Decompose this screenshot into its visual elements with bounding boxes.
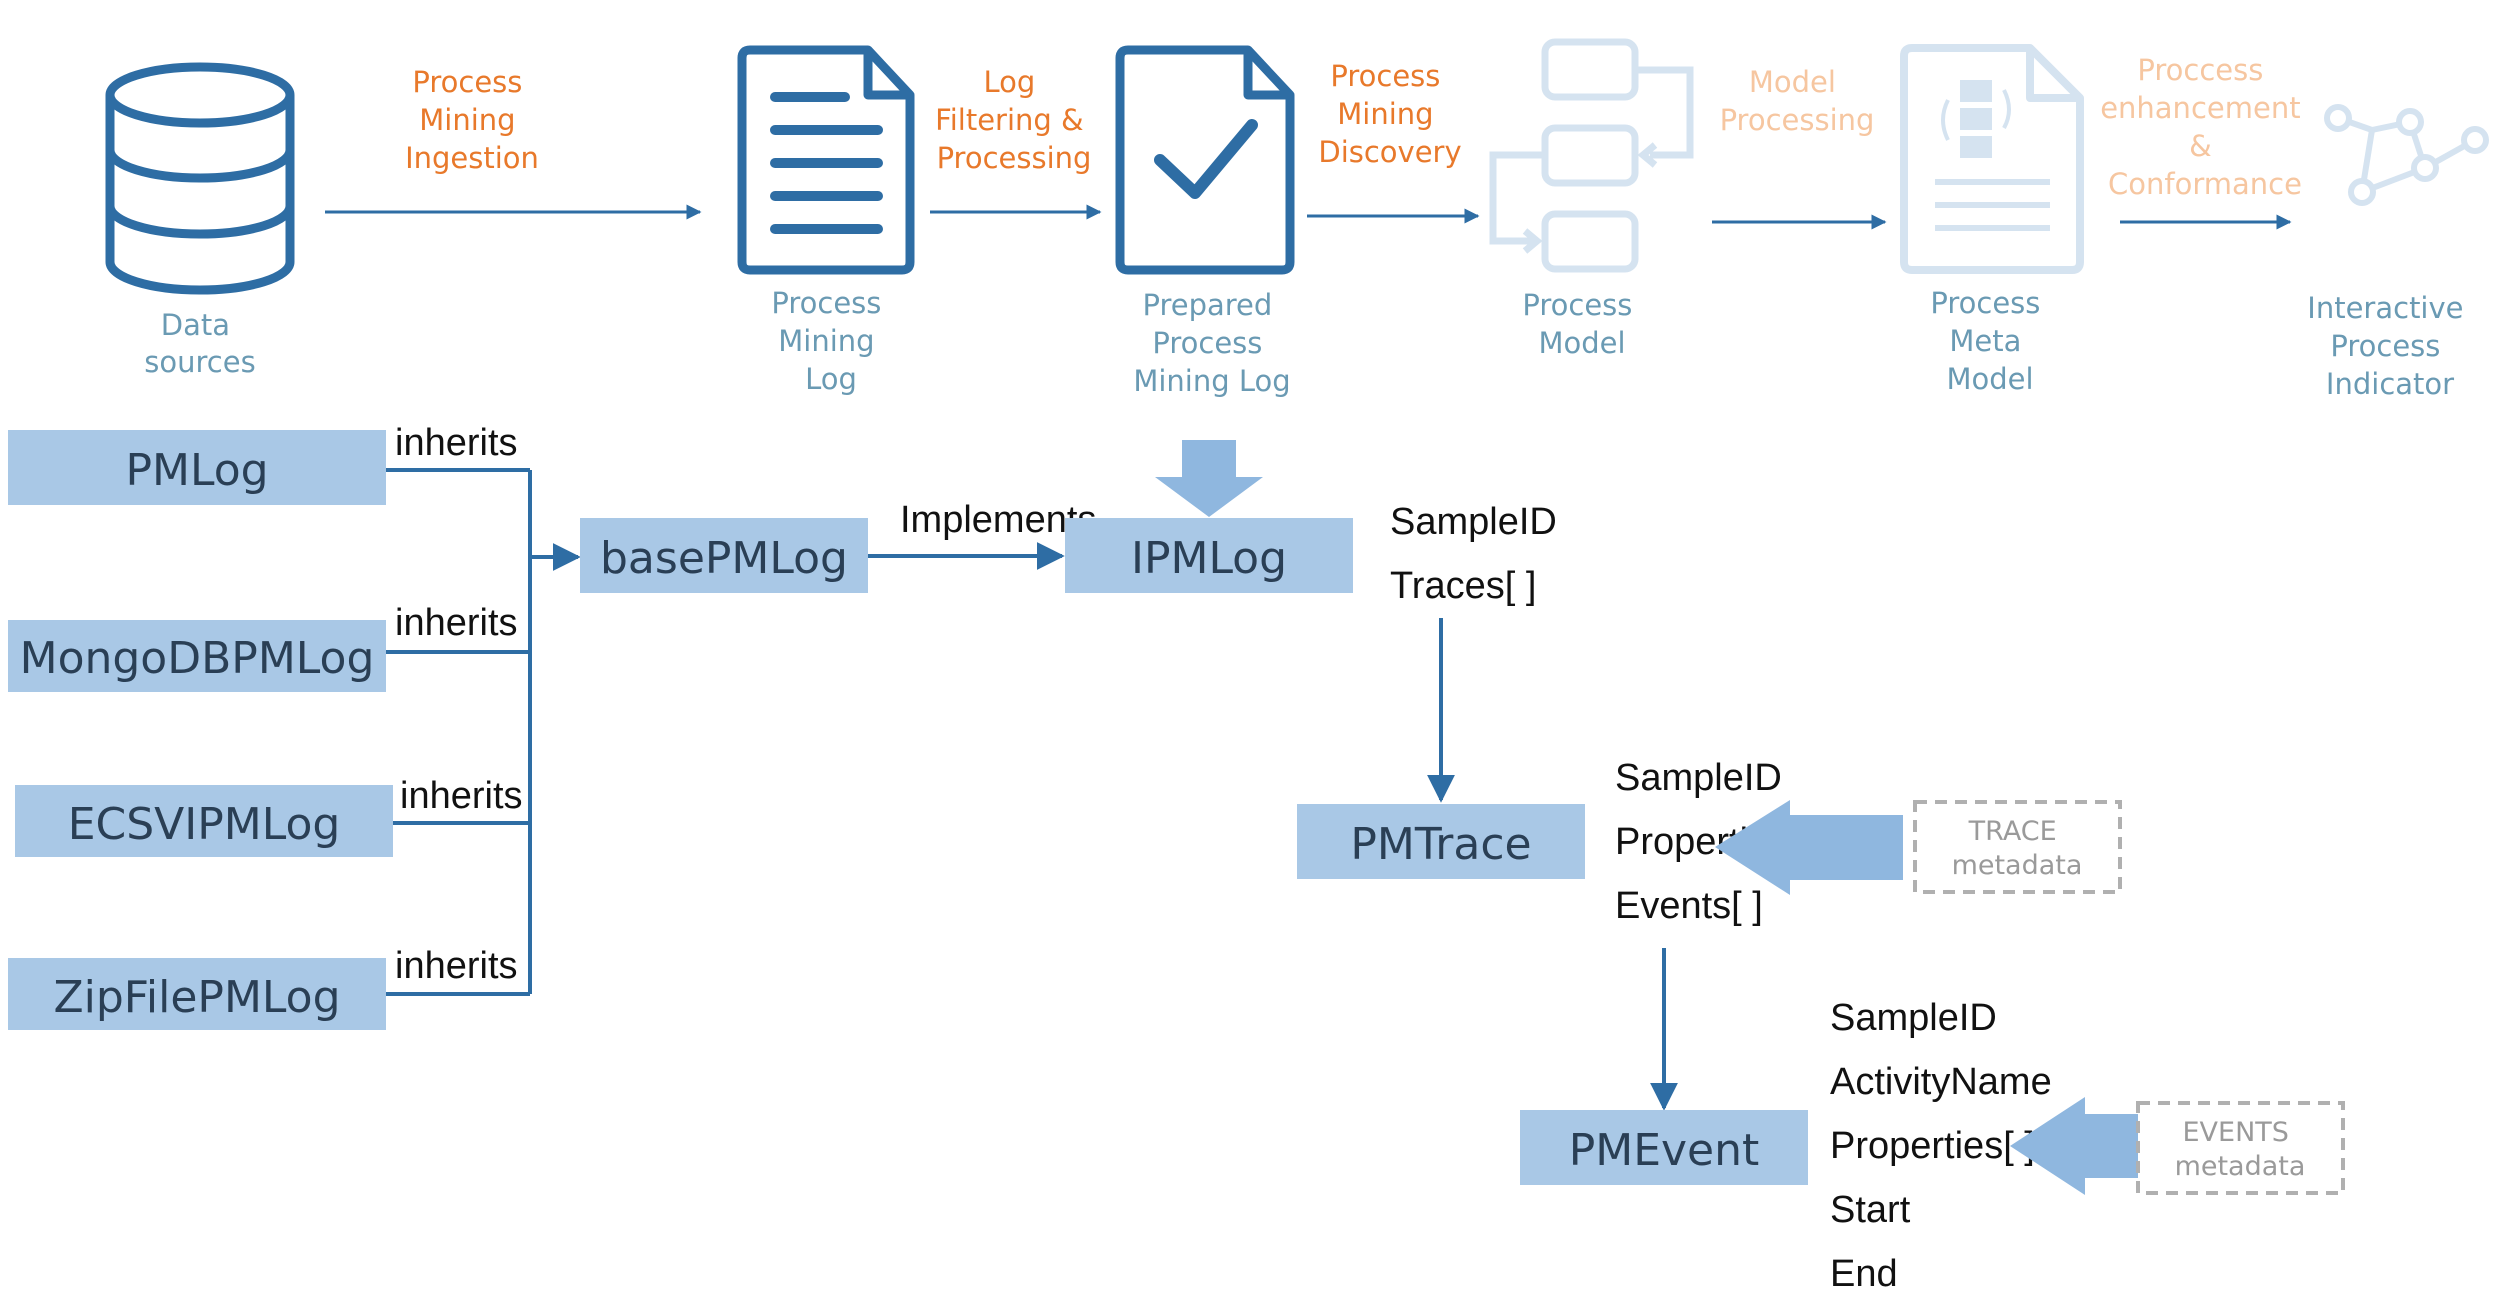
document-icon [737,45,915,275]
mongodb-pmlog-box [8,620,386,692]
database-icon [105,62,295,295]
trace-metadata-arrow [1715,800,1903,895]
meta-model-label: Process Meta Model [1930,286,2049,396]
checked-document-icon [1115,45,1295,275]
pmevent-box [1520,1110,1808,1185]
events-metadata-box [2136,1101,2345,1195]
ipmlog-fields: SampleID Traces[ ] [1390,501,1567,607]
implements-label: Implements [900,499,1096,541]
inherits-label-3: inherits [400,775,523,817]
ecsvi-pmlog-box [15,785,393,857]
pmlog-class-label: PMLog [125,445,268,496]
zipfile-pmlog-box [8,958,386,1030]
model-processing-step-label: Model Processing [1720,65,1875,137]
base-pmlog-box [580,518,868,593]
ipmlog-box [1065,518,1353,593]
filtering-step-label: Log Filtering & Processing [935,65,1093,175]
ecsvi-pmlog-class-label: ECSVIPMLog [68,799,341,850]
pmevent-class-label: PMEvent [1569,1125,1760,1176]
mongodb-pmlog-class-label: MongoDBPMLog [20,633,375,684]
meta-model-icon [1900,44,2084,274]
pmtrace-class-label: PMTrace [1350,819,1531,870]
ipmlog-class-label: IPMLog [1131,533,1287,584]
zipfile-pmlog-class-label: ZipFilePMLog [53,972,340,1023]
process-mining-log-label: Process Mining Log [771,286,890,396]
base-pmlog-class-label: basePMLog [600,533,848,584]
process-model-label: Process Model [1522,288,1641,360]
enhancement-step-label: Proccess enhancement & Conformance [2100,53,2310,201]
inheritance-connectors [386,468,532,996]
interactive-indicator-label: Interactive Process Indicator [2307,291,2472,401]
ingestion-step-label: Process Mining Ingestion [405,65,539,175]
inherits-label-2: inherits [395,602,518,644]
process-model-icon [1489,38,1694,273]
discovery-step-label: Process Mining Discovery [1318,59,1461,169]
trace-metadata-label: TRACE metadata [1952,816,2083,881]
prepared-log-label: Prepared Process Mining Log [1133,288,1290,398]
pmtrace-box [1297,804,1585,879]
inherits-label-4: inherits [395,945,518,987]
pmlog-box [8,430,386,505]
data-sources-label: Data sources [144,308,255,379]
prepared-log-to-ipmlog-arrow [1155,440,1263,517]
trace-metadata-box [1913,800,2122,894]
graph-indicator-icon [2324,104,2489,206]
events-metadata-label: EVENTS metadata [2175,1117,2306,1182]
inherits-label-1: inherits [395,422,518,464]
pmevent-fields: SampleID ActivityName Properties[ ] Star… [1830,997,2062,1295]
